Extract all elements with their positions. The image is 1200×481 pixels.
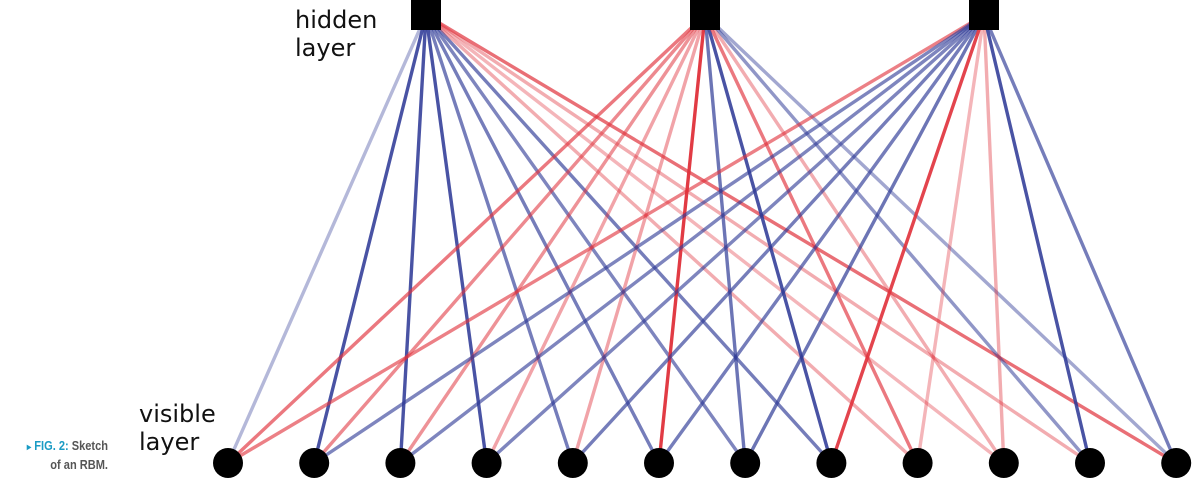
figure-caption: ▸ FIG. 2: Sketch of an RBM. <box>16 437 108 473</box>
visible-layer-label: visible layer <box>139 400 216 456</box>
visible-unit-11 <box>1075 448 1105 478</box>
edge-h1-v11 <box>424 13 1092 465</box>
caption-text-line1: Sketch <box>71 438 108 453</box>
edge-h3-v4 <box>484 13 986 465</box>
visible-unit-5 <box>557 448 588 478</box>
edge-h2-v8 <box>703 13 834 465</box>
hidden-unit-3 <box>969 0 999 30</box>
visible-unit-9 <box>902 448 933 478</box>
edge-h2-v11 <box>703 13 1092 465</box>
visible-unit-4 <box>471 448 502 478</box>
hidden-layer-label-line2: layer <box>295 34 356 62</box>
edge-h3-v11 <box>982 13 1092 465</box>
visible-unit-6 <box>644 448 674 478</box>
edge-h3-v9 <box>915 13 986 465</box>
edge-h3-v12 <box>982 13 1178 465</box>
hidden-unit-1 <box>411 0 441 30</box>
hidden-layer-units <box>411 0 999 30</box>
edge-h3-v10 <box>982 13 1006 465</box>
edge-h3-v2 <box>312 13 986 465</box>
hidden-layer-label-line1: hidden <box>295 6 378 34</box>
edge-h2-v5 <box>571 13 707 465</box>
edge-h2-v3 <box>398 13 707 465</box>
edge-h1-v8 <box>424 13 834 465</box>
edge-h2-v1 <box>226 13 707 465</box>
edge-h2-v2 <box>312 13 707 465</box>
connection-edges <box>226 13 1178 465</box>
edge-h2-v10 <box>703 13 1006 465</box>
edge-h3-v7 <box>743 13 986 465</box>
edge-h1-v1 <box>226 13 428 465</box>
hidden-unit-2 <box>690 0 720 30</box>
figure-number: FIG. 2: <box>34 438 69 453</box>
edge-h1-v6 <box>424 13 661 465</box>
edge-h2-v12 <box>703 13 1178 465</box>
edge-h2-v9 <box>703 13 920 465</box>
visible-layer-label-line1: visible <box>139 400 216 428</box>
edge-h1-v7 <box>424 13 747 465</box>
edge-h3-v5 <box>571 13 986 465</box>
caption-text-line2: of an RBM. <box>50 457 108 472</box>
edge-h2-v4 <box>484 13 707 465</box>
edge-h1-v9 <box>424 13 920 465</box>
edge-h1-v12 <box>424 13 1178 465</box>
figure-caption-line1: ▸ FIG. 2: Sketch <box>16 437 108 456</box>
edge-h1-v4 <box>424 13 489 465</box>
visible-unit-8 <box>816 448 847 478</box>
edge-h3-v8 <box>829 13 986 465</box>
visible-unit-12 <box>1161 448 1192 478</box>
caption-arrow-icon: ▸ <box>26 442 32 453</box>
edge-h3-v6 <box>657 13 986 465</box>
visible-unit-1 <box>213 448 243 478</box>
visible-layer-units <box>213 448 1192 478</box>
hidden-layer-label: hidden layer <box>295 6 377 62</box>
edge-h3-v3 <box>398 13 986 465</box>
edge-h2-v6 <box>657 13 707 465</box>
edge-h1-v10 <box>424 13 1006 465</box>
visible-unit-2 <box>299 448 330 478</box>
visible-unit-7 <box>730 448 761 478</box>
edge-h1-v2 <box>312 13 428 465</box>
edge-h1-v5 <box>424 13 575 465</box>
edge-h2-v7 <box>703 13 747 465</box>
visible-unit-3 <box>385 448 416 478</box>
edge-h3-v1 <box>226 13 986 465</box>
edge-h1-v3 <box>398 13 428 465</box>
visible-layer-label-line2: layer <box>139 428 200 456</box>
visible-unit-10 <box>988 448 1019 478</box>
